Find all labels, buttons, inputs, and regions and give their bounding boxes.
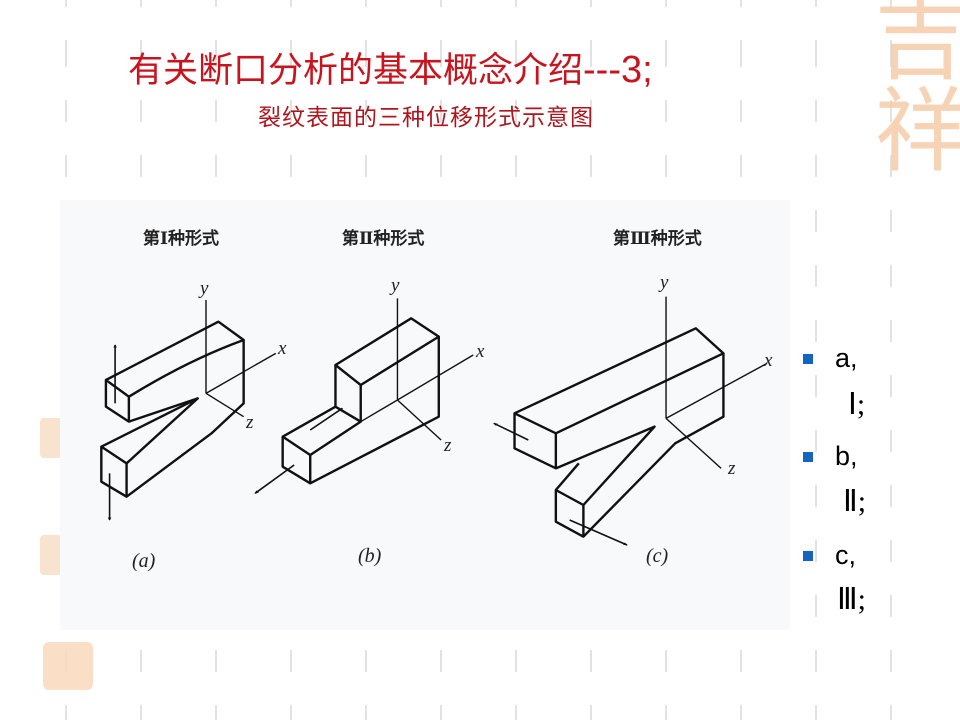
- bullet-a-mode: Ⅰ;: [848, 388, 866, 421]
- bullet-icon: [803, 551, 813, 561]
- bullet-icon: [803, 354, 813, 364]
- panel-c-caption: (c): [646, 545, 669, 567]
- panel-a-heading: 第Ⅰ种形式: [143, 229, 219, 249]
- axis-y-label-b: y: [391, 275, 400, 296]
- diagram-drawing: [60, 200, 790, 546]
- axis-y-label-a: y: [200, 278, 209, 299]
- watermark-stamp: [40, 418, 62, 458]
- axis-x-label-a: x: [278, 338, 287, 359]
- panel-b-caption: (b): [358, 545, 382, 567]
- axis-y-label-c: y: [660, 272, 669, 293]
- watermark-stamp: [40, 535, 62, 575]
- panel-b-heading: 第Ⅱ种形式: [342, 229, 425, 249]
- panel-c-solid: [493, 297, 767, 546]
- bullet-icon: [803, 452, 813, 462]
- title-text: 有关断口分析的基本概念介绍: [128, 51, 584, 91]
- watermark-seal: [43, 642, 93, 690]
- bullet-c-letter: c,: [835, 540, 857, 570]
- axis-z-label-c: z: [728, 458, 736, 479]
- panel-a-solid: [101, 300, 275, 521]
- watermark-calligraphy: 吉祥: [859, 0, 960, 174]
- bullet-c-mode: Ⅲ;: [837, 583, 867, 616]
- slide-subtitle: 裂纹表面的三种位移形式示意图: [258, 105, 594, 131]
- panel-a-caption: (a): [132, 550, 156, 572]
- axis-z-label-a: z: [246, 412, 254, 433]
- axis-x-label-b: x: [476, 341, 485, 362]
- axis-x-label-c: x: [764, 350, 773, 371]
- bullet-a-letter: a,: [835, 343, 858, 373]
- slide-title: 有关断口分析的基本概念介绍---3;: [128, 42, 653, 93]
- bullet-b-letter: b,: [835, 441, 858, 471]
- axis-z-label-b: z: [444, 435, 452, 456]
- panel-c-heading: 第Ⅲ种形式: [613, 229, 702, 249]
- crack-displacement-diagram: 第Ⅰ种形式 第Ⅱ种形式 第Ⅲ种形式 (a) (b) (c) y x z y x …: [60, 200, 790, 630]
- panel-b-solid: [254, 298, 473, 494]
- bullet-b-mode: Ⅱ;: [843, 485, 867, 518]
- title-suffix: ---3;: [583, 49, 653, 91]
